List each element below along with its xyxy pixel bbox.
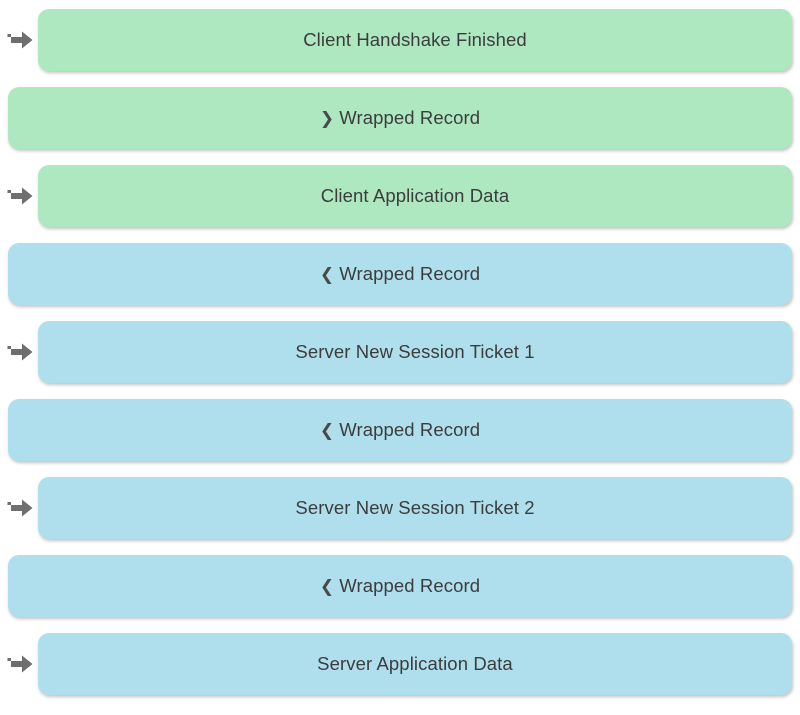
flow-bar-label: ❮Wrapped Record [319,418,481,440]
chevron-left-icon: ❮ [319,420,335,440]
flow-row: ❯Wrapped Record [0,87,800,149]
arrow-right-icon [7,499,33,517]
flow-bar-label: ❮Wrapped Record [319,574,481,596]
flow-bar-label: Client Handshake Finished [303,28,527,50]
flow-bar-label: Client Application Data [320,184,510,206]
flow-bar-label: ❮Wrapped Record [319,262,481,284]
flow-bar[interactable]: Server Application Data [38,633,792,695]
flow-bar-text: Wrapped Record [339,106,481,128]
flow-bar-label: Server New Session Ticket 2 [295,496,535,518]
flow-bar-text: Client Application Data [320,184,510,206]
flow-bar-text: Client Handshake Finished [303,28,527,50]
flow-bar-text: Server Application Data [317,652,513,674]
flow-bar[interactable]: ❮Wrapped Record [8,243,792,305]
flow-bar-text: Server New Session Ticket 1 [295,340,535,362]
flow-bar[interactable]: Client Application Data [38,165,792,227]
flow-bar-label: Server Application Data [317,652,513,674]
flow-row: ❮Wrapped Record [0,399,800,461]
flow-row: ❮Wrapped Record [0,555,800,617]
arrow-gutter-empty [0,243,8,305]
flow-row: Client Application Data [0,165,800,227]
chevron-left-icon: ❮ [319,264,335,284]
flow-bar[interactable]: Server New Session Ticket 2 [38,477,792,539]
flow-bar-text: Wrapped Record [339,262,481,284]
flow-row: Server Application Data [0,633,800,695]
arrow-right-icon [7,31,33,49]
flow-bar-text: Wrapped Record [339,574,481,596]
chevron-left-icon: ❮ [319,576,335,596]
protocol-flow-list: Client Handshake Finished❯Wrapped Record… [0,9,800,715]
arrow-gutter [0,9,38,71]
arrow-gutter [0,633,38,695]
flow-bar-text: Wrapped Record [339,418,481,440]
flow-bar[interactable]: Server New Session Ticket 1 [38,321,792,383]
flow-bar-label: Server New Session Ticket 1 [295,340,535,362]
arrow-right-icon [7,343,33,361]
arrow-gutter-empty [0,555,8,617]
flow-bar[interactable]: ❮Wrapped Record [8,399,792,461]
flow-bar[interactable]: ❮Wrapped Record [8,555,792,617]
arrow-right-icon [7,655,33,673]
flow-bar-label: ❯Wrapped Record [319,106,481,128]
flow-bar-text: Server New Session Ticket 2 [295,496,535,518]
flow-bar[interactable]: ❯Wrapped Record [8,87,792,149]
flow-row: Client Handshake Finished [0,9,800,71]
arrow-right-icon [7,187,33,205]
arrow-gutter [0,477,38,539]
arrow-gutter [0,165,38,227]
arrow-gutter [0,321,38,383]
arrow-gutter-empty [0,87,8,149]
arrow-gutter-empty [0,399,8,461]
chevron-right-icon: ❯ [319,108,335,128]
flow-bar[interactable]: Client Handshake Finished [38,9,792,71]
flow-row: Server New Session Ticket 2 [0,477,800,539]
flow-row: Server New Session Ticket 1 [0,321,800,383]
flow-row: ❮Wrapped Record [0,243,800,305]
